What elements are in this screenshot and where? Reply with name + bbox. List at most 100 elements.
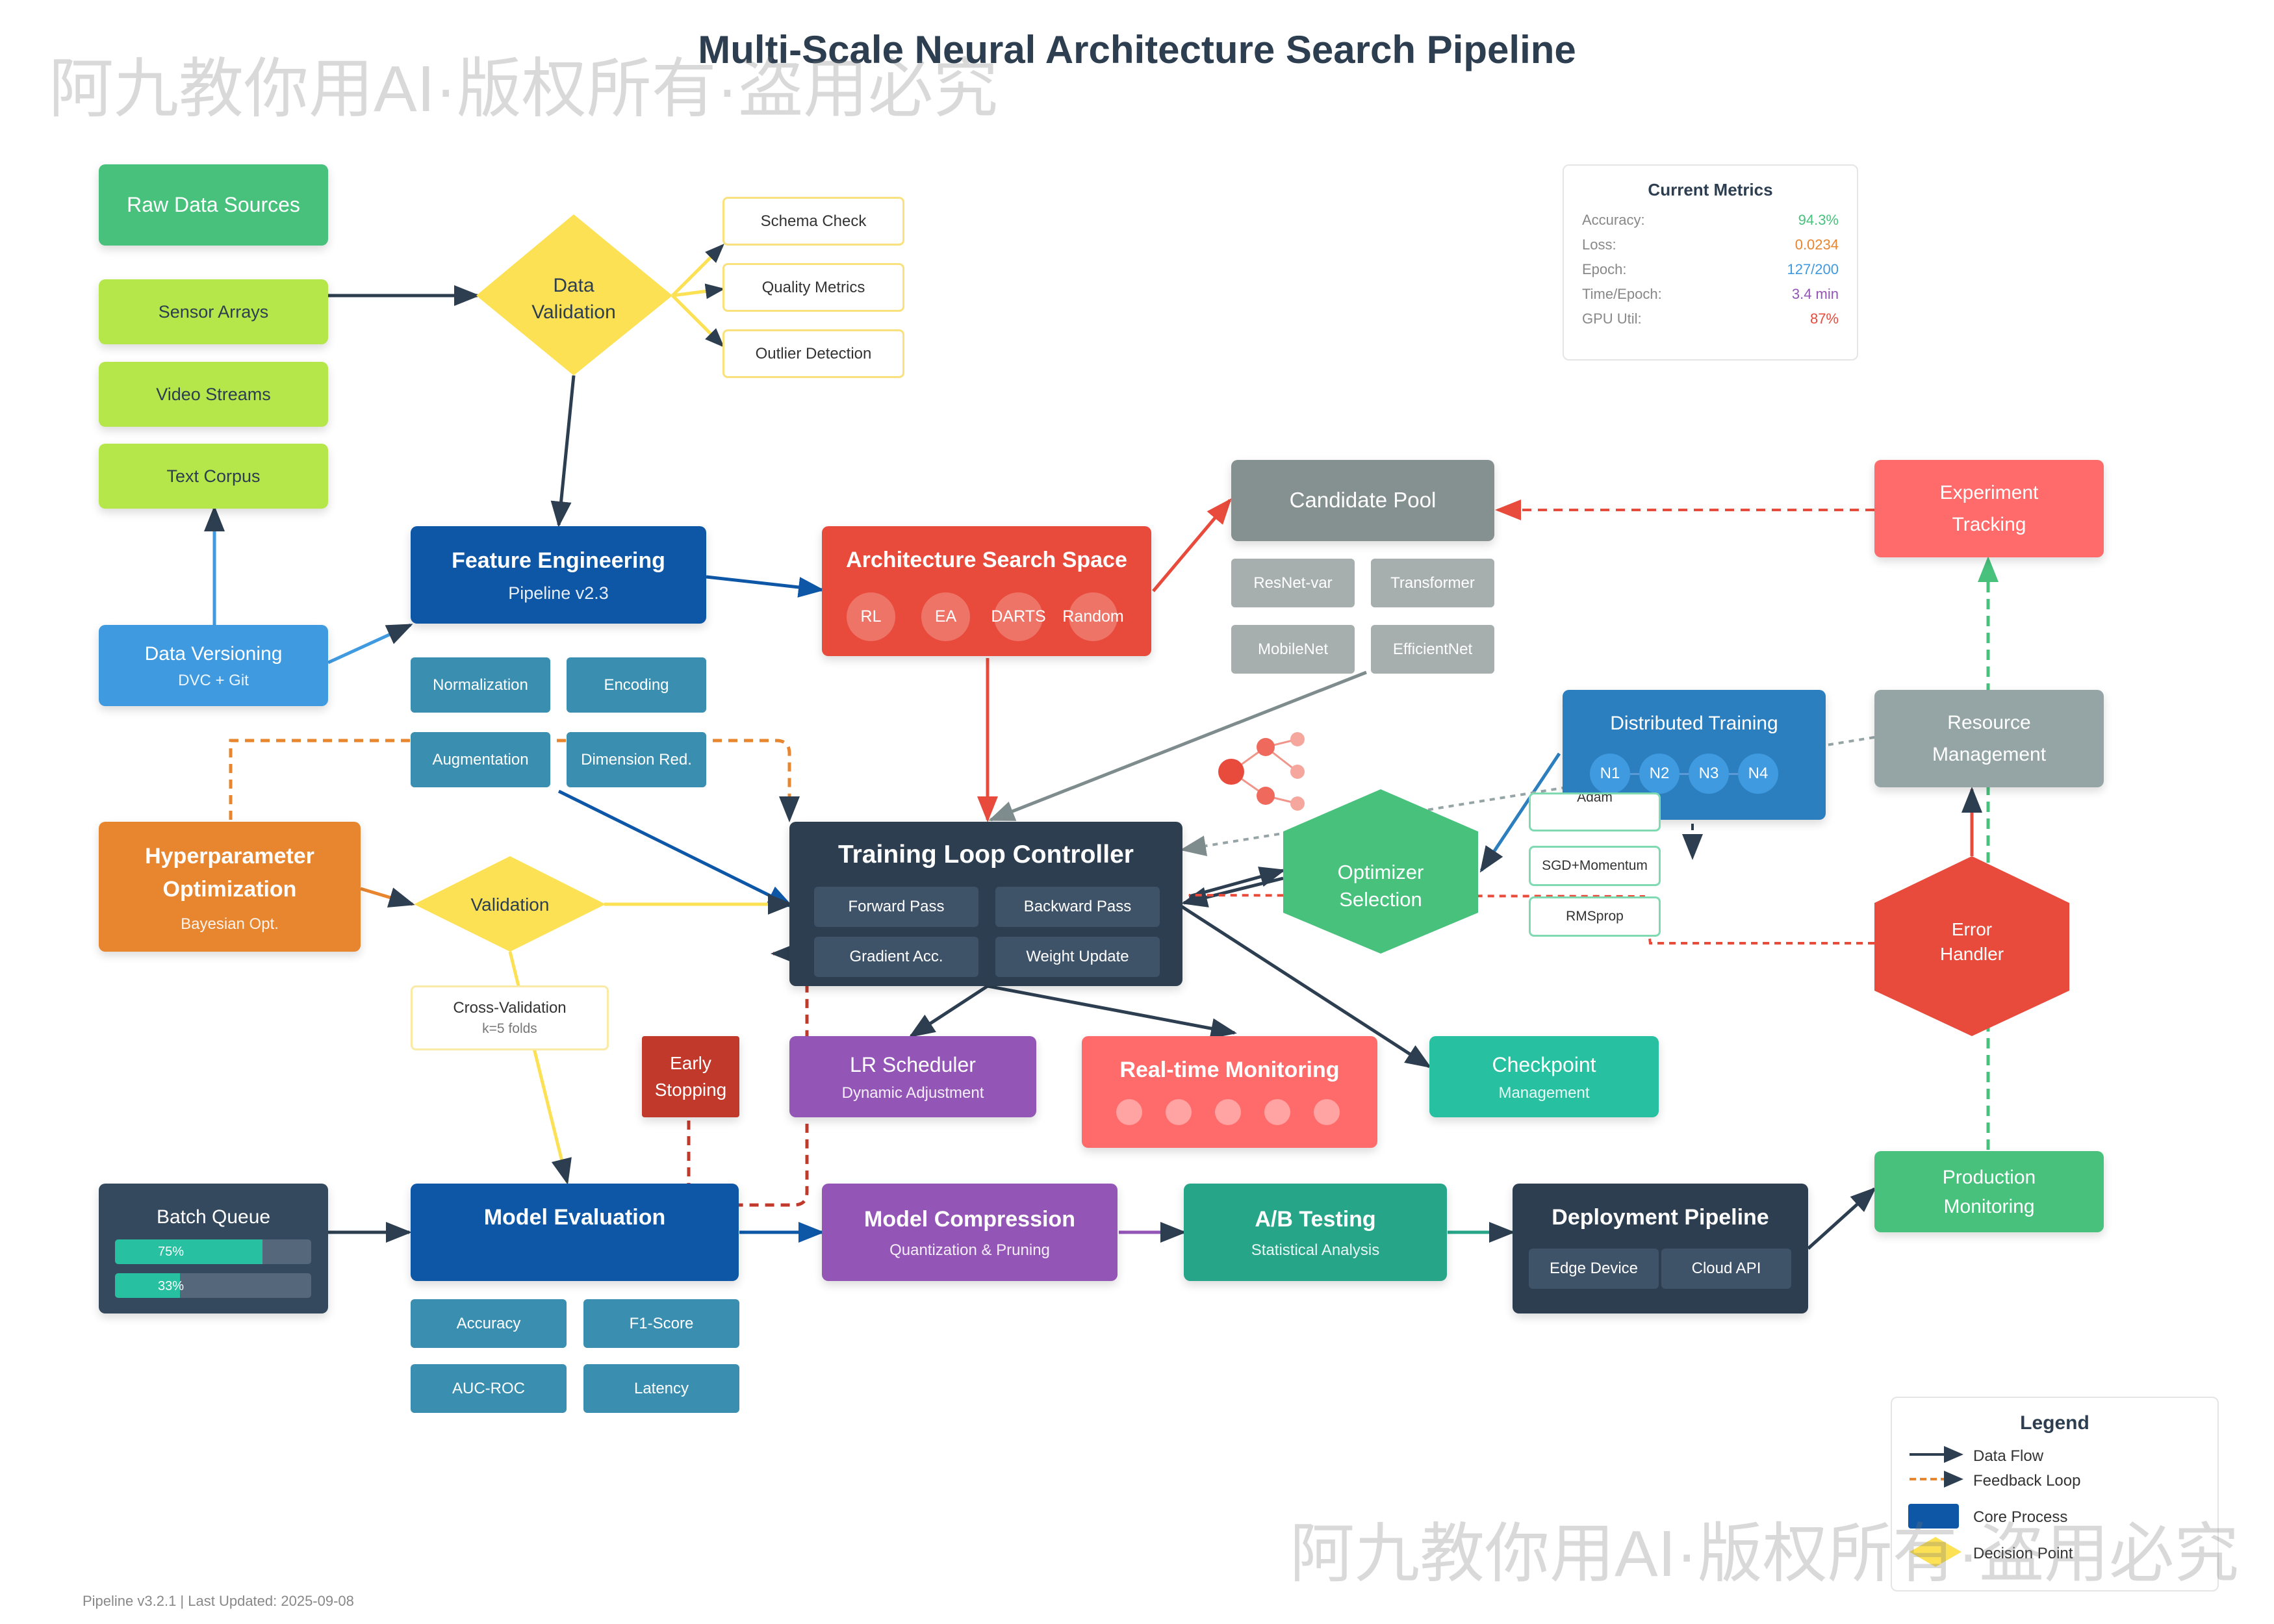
checkpoint-node[interactable]: Checkpoint Management — [1429, 1036, 1659, 1117]
progress-bar-1 — [115, 1239, 311, 1264]
augmentation-label: Augmentation — [432, 750, 529, 768]
feature-engineering-title: Feature Engineering — [452, 548, 665, 573]
mobilenet-label: MobileNet — [1257, 640, 1329, 658]
monitor-light — [1264, 1099, 1290, 1125]
method-random-label: Random — [1062, 607, 1124, 626]
early-stopping-label: Early Stopping — [654, 1052, 727, 1100]
feature-engineering-node[interactable]: Feature Engineering Pipeline v2.3 — [411, 526, 706, 624]
model-compression-sub: Quantization & Pruning — [889, 1241, 1050, 1259]
progress-fill-1 — [115, 1239, 262, 1264]
sensor-arrays-node[interactable]: Sensor Arrays — [99, 279, 328, 344]
cross-validation-box[interactable]: Cross-Validation k=5 folds — [411, 985, 609, 1050]
metric-row: GPU Util: 87% — [1582, 307, 1839, 331]
optimizer-hexagon[interactable] — [1283, 789, 1478, 954]
quality-metrics-box[interactable]: Quality Metrics — [722, 263, 904, 312]
gradient-acc-chip[interactable]: Gradient Acc. — [814, 937, 978, 977]
optimizer-rmsprop-label: RMSprop — [1566, 909, 1624, 924]
legend-panel: Legend Data Flow Feedback Loop Core Proc… — [1891, 1397, 2219, 1592]
architecture-search-title: Architecture Search Space — [846, 548, 1127, 572]
metric-label: GPU Util: — [1582, 311, 1642, 327]
ab-testing-title: A/B Testing — [1255, 1207, 1376, 1232]
hyperparameter-sub: Bayesian Opt. — [181, 915, 279, 933]
node-n4[interactable]: N4 — [1738, 754, 1778, 794]
data-versioning-node[interactable]: Data Versioning DVC + Git — [99, 625, 328, 706]
error-handler-hexagon[interactable] — [1874, 856, 2069, 1036]
resnet-var-chip[interactable]: ResNet-var — [1231, 559, 1355, 607]
metric-value: 87% — [1809, 311, 1839, 327]
efficientnet-chip[interactable]: EfficientNet — [1371, 625, 1494, 674]
node-n1[interactable]: N1 — [1590, 754, 1630, 794]
deployment-title: Deployment Pipeline — [1552, 1205, 1769, 1230]
validation-diamond[interactable] — [414, 856, 606, 952]
text-corpus-node[interactable]: Text Corpus — [99, 444, 328, 509]
node-n3[interactable]: N3 — [1689, 754, 1729, 794]
early-stopping-node[interactable]: Early Stopping — [642, 1036, 739, 1117]
ab-testing-sub: Statistical Analysis — [1251, 1241, 1380, 1259]
training-loop-title: Training Loop Controller — [838, 841, 1134, 869]
backward-pass-chip[interactable]: Backward Pass — [995, 887, 1160, 927]
method-random[interactable]: Random — [1062, 592, 1124, 641]
feature-engineering-sub: Pipeline v2.3 — [508, 583, 609, 603]
metric-label: Epoch: — [1582, 261, 1627, 277]
outlier-detection-box[interactable]: Outlier Detection — [722, 329, 904, 378]
cloud-api-chip[interactable]: Cloud API — [1661, 1249, 1791, 1289]
weight-update-chip[interactable]: Weight Update — [995, 937, 1160, 977]
method-ea-label: EA — [934, 607, 957, 626]
schema-check-box[interactable]: Schema Check — [722, 197, 904, 246]
optimizer-adam-box[interactable]: Adam — [1529, 793, 1661, 831]
edge-device-chip[interactable]: Edge Device — [1529, 1249, 1659, 1289]
metric-row: Accuracy: 94.3% — [1582, 208, 1839, 233]
metric-value: 3.4 min — [1791, 286, 1839, 302]
augmentation-chip[interactable]: Augmentation — [411, 732, 550, 787]
node-n2[interactable]: N2 — [1639, 754, 1680, 794]
accuracy-chip[interactable]: Accuracy — [411, 1299, 567, 1348]
quality-metrics-label: Quality Metrics — [761, 278, 865, 296]
node-n1-label: N1 — [1600, 765, 1620, 782]
batch-queue-title: Batch Queue — [156, 1206, 271, 1228]
transformer-chip[interactable]: Transformer — [1371, 559, 1494, 607]
model-evaluation-node[interactable]: Model Evaluation — [411, 1184, 739, 1281]
production-monitoring-node[interactable]: Production Monitoring — [1874, 1151, 2104, 1232]
video-streams-node[interactable]: Video Streams — [99, 362, 328, 427]
production-monitoring-title: Production Monitoring — [1942, 1166, 2036, 1217]
experiment-tracking-title: Experiment Tracking — [1939, 481, 2039, 536]
lr-scheduler-node[interactable]: LR Scheduler Dynamic Adjustment — [789, 1036, 1036, 1117]
model-compression-node[interactable]: Model Compression Quantization & Pruning — [822, 1184, 1118, 1281]
candidate-pool-node[interactable]: Candidate Pool — [1231, 460, 1494, 541]
raw-data-sources-label: Raw Data Sources — [127, 192, 300, 216]
normalization-label: Normalization — [433, 676, 528, 694]
resnet-var-label: ResNet-var — [1253, 574, 1333, 592]
mobilenet-chip[interactable]: MobileNet — [1231, 625, 1355, 674]
normalization-chip[interactable]: Normalization — [411, 657, 550, 713]
data-validation-diamond[interactable] — [476, 214, 672, 375]
legend-feedback-label: Feedback Loop — [1973, 1472, 2081, 1490]
experiment-tracking-node[interactable]: Experiment Tracking — [1874, 460, 2104, 557]
node-n3-label: N3 — [1698, 765, 1719, 782]
legend-decision-icon — [1910, 1537, 1961, 1567]
monitor-light — [1215, 1099, 1241, 1125]
metric-label: Accuracy: — [1582, 212, 1645, 228]
ab-testing-node[interactable]: A/B Testing Statistical Analysis — [1184, 1184, 1447, 1281]
network-icon — [1218, 732, 1305, 811]
auc-roc-chip[interactable]: AUC-ROC — [411, 1364, 567, 1413]
hyperparameter-optimization-node[interactable]: Hyperparameter Optimization Bayesian Opt… — [99, 822, 361, 952]
raw-data-sources-node[interactable]: Raw Data Sources — [99, 164, 328, 246]
dimension-red-label: Dimension Red. — [581, 750, 692, 768]
lr-scheduler-sub: Dynamic Adjustment — [841, 1084, 984, 1102]
data-validation-label: Data Validation — [531, 275, 616, 323]
resource-management-node[interactable]: Resource Management — [1874, 690, 2104, 787]
f1-score-chip[interactable]: F1-Score — [583, 1299, 739, 1348]
method-ea[interactable]: EA — [921, 592, 970, 641]
realtime-monitoring-node[interactable]: Real-time Monitoring — [1082, 1036, 1377, 1148]
method-darts[interactable]: DARTS — [991, 592, 1046, 641]
optimizer-adam-label: Adam — [1577, 793, 1613, 805]
method-rl[interactable]: RL — [847, 592, 895, 641]
optimizer-rmsprop-box[interactable]: RMSprop — [1529, 896, 1661, 937]
latency-chip[interactable]: Latency — [583, 1364, 739, 1413]
cross-validation-title: Cross-Validation — [453, 999, 567, 1017]
forward-pass-chip[interactable]: Forward Pass — [814, 887, 978, 927]
optimizer-sgd-box[interactable]: SGD+Momentum — [1529, 846, 1661, 886]
encoding-chip[interactable]: Encoding — [567, 657, 706, 713]
dimension-red-chip[interactable]: Dimension Red. — [567, 732, 706, 787]
